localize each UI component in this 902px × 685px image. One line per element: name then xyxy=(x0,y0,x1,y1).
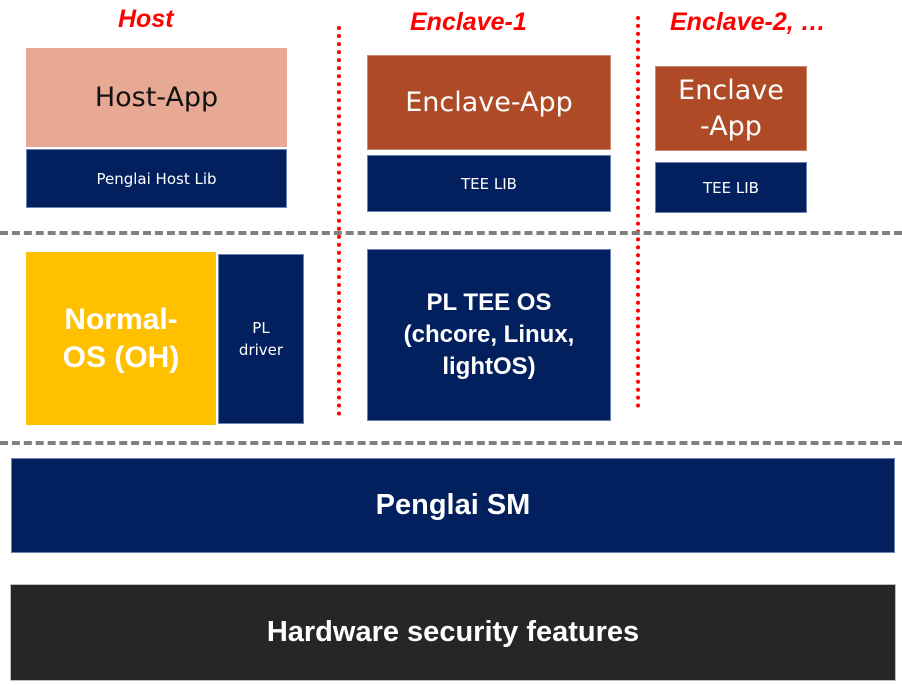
enclave2-tee-lib-label: TEE LIB xyxy=(703,178,759,197)
pl-driver-label-line1: PL xyxy=(252,319,270,337)
enclave1-app-box: Enclave-App xyxy=(367,55,611,150)
enclave2-app-box: Enclave -App xyxy=(655,66,807,151)
penglai-host-lib-label: Penglai Host Lib xyxy=(96,169,217,188)
normal-os-label-line2: OS (OH) xyxy=(62,340,180,374)
pl-tee-os-label-line1: PL TEE OS xyxy=(426,289,552,316)
pl-driver-label-line2: driver xyxy=(238,341,284,359)
penglai-sm-label: Penglai SM xyxy=(375,489,531,521)
enclave1-app-label: Enclave-App xyxy=(405,87,573,118)
enclave2-app-label-line1: Enclave xyxy=(678,74,784,106)
separator-host-enclave1 xyxy=(337,26,341,416)
host-app-label: Host-App xyxy=(94,82,219,113)
enclave2-tee-lib-box: TEE LIB xyxy=(655,162,807,213)
normal-os-box: Normal- OS (OH) xyxy=(26,252,216,425)
enclave1-tee-lib-box: TEE LIB xyxy=(367,155,611,212)
normal-os-label-line1: Normal- xyxy=(64,302,178,336)
divider-user-kernel xyxy=(0,231,902,235)
hardware-security-box: Hardware security features xyxy=(10,584,896,681)
penglai-host-lib-box: Penglai Host Lib xyxy=(26,149,287,208)
divider-kernel-sm xyxy=(0,441,902,445)
heading-enclave-1: Enclave-1 xyxy=(410,8,527,36)
penglai-sm-box: Penglai SM xyxy=(11,458,895,553)
pl-tee-os-label-line2: (chcore, Linux, xyxy=(403,321,575,348)
pl-tee-os-box: PL TEE OS (chcore, Linux, lightOS) xyxy=(367,249,611,421)
pl-tee-os-label-line3: lightOS) xyxy=(442,353,536,380)
host-app-box: Host-App xyxy=(26,48,287,147)
pl-driver-box: PL driver xyxy=(218,254,304,424)
enclave2-app-label-line2: -App xyxy=(700,110,762,142)
enclave1-tee-lib-label: TEE LIB xyxy=(461,174,517,193)
heading-enclave-2: Enclave-2, … xyxy=(670,8,826,36)
heading-host: Host xyxy=(118,5,174,33)
separator-enclave1-enclave2 xyxy=(636,16,640,408)
hardware-security-label: Hardware security features xyxy=(266,616,640,648)
